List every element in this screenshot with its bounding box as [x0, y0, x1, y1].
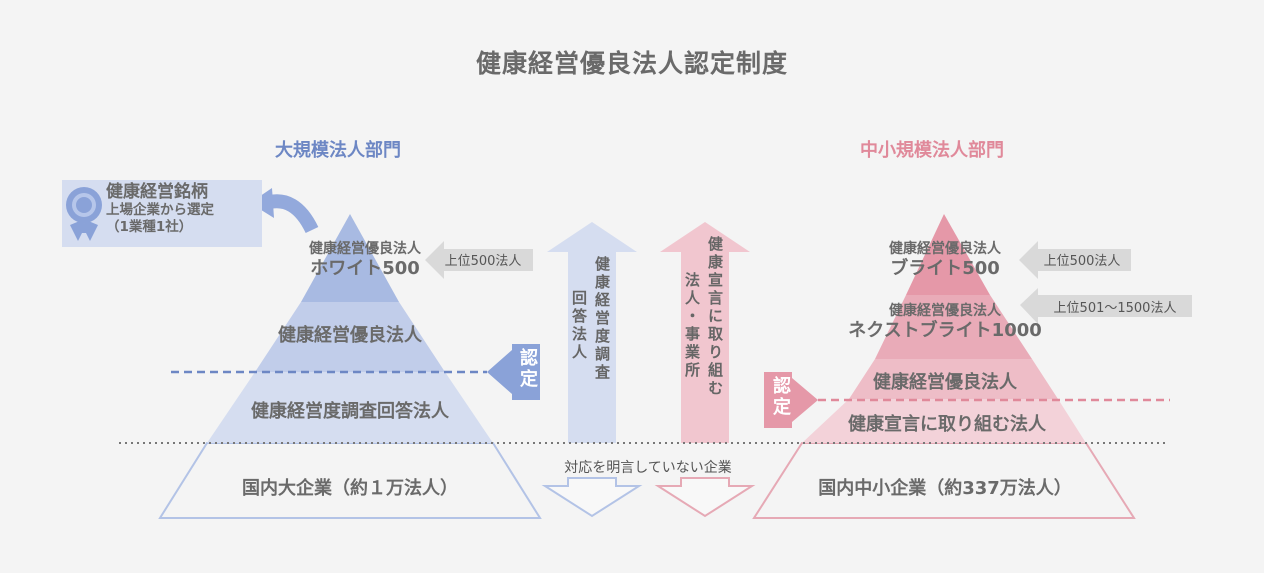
small-tier-declaration [802, 399, 1086, 443]
small-pyramid [752, 214, 1136, 519]
declaration-up-arrow [660, 222, 750, 443]
small-tier-certified [849, 359, 1058, 399]
small-certify-text: 認定 [770, 376, 791, 418]
large-section-title: 大規模法人部門 [275, 140, 401, 161]
large-certified-label: 健康経営優良法人 [278, 325, 422, 346]
small-section-title: 中小規模法人部門 [860, 140, 1004, 161]
large-top500-arrow [425, 241, 533, 279]
bright500-label: 健康経営優良法人 ブライト500 [850, 241, 1040, 280]
large-tier-certified [255, 302, 445, 372]
large-pyramid [158, 214, 542, 519]
page-title: 健康経営優良法人認定制度 [475, 49, 788, 78]
nextbright-line2: ネクストブライト1000 [848, 320, 1042, 342]
small-next-arrow [1020, 288, 1192, 324]
meigara-line2: 上場企業から選定 [106, 202, 214, 219]
large-survey-label: 健康経営度調査回答法人 [251, 401, 449, 422]
large-certify-badge [487, 344, 540, 400]
small-top500-arrow [1019, 241, 1131, 279]
small-declaration-label: 健康宣言に取り組む法人 [848, 414, 1046, 435]
white500-line2: ホワイト500 [310, 258, 420, 280]
small-next-text: 上位501〜1500法人 [1053, 301, 1177, 316]
small-certified-label: 健康経営優良法人 [873, 372, 1017, 393]
award-ribbon-icon [66, 187, 102, 241]
meigara-label: 健康経営銘柄 上場企業から選定 （1業種1社） [106, 182, 214, 235]
large-base-label: 国内大企業（約１万法人） [242, 478, 458, 499]
small-tier-bright500 [906, 214, 990, 295]
white500-label: 健康経営優良法人 ホワイト500 [270, 241, 460, 280]
nextbright-label: 健康経営優良法人 ネクストブライト1000 [830, 303, 1060, 342]
bright500-line2: ブライト500 [890, 258, 1000, 280]
bright500-line1: 健康経営優良法人 [889, 241, 1001, 257]
small-top500-text: 上位500法人 [1043, 254, 1121, 269]
large-top500-text: 上位500法人 [444, 254, 522, 269]
survey-arrow-text-b: 回答法人 [570, 290, 588, 362]
meigara-title: 健康経営銘柄 [106, 182, 208, 202]
undeclared-caption: 対応を明言していない企業 [564, 460, 732, 476]
declaration-arrow-text-b: 法人・事業所 [683, 272, 701, 380]
small-certify-badge [764, 372, 818, 428]
meigara-line3: （1業種1社） [106, 218, 193, 235]
meigara-curved-arrow [268, 194, 319, 234]
undeclared-down-arrow-pink [654, 477, 756, 518]
large-tier-survey [207, 372, 493, 443]
large-tier-white500 [301, 214, 399, 302]
nextbright-line1: 健康経営優良法人 [889, 303, 1001, 319]
survey-up-arrow [547, 222, 637, 443]
undeclared-down-arrow-blue [541, 477, 643, 518]
small-base-label: 国内中小企業（約337万法人） [818, 478, 1072, 499]
small-tier-nextbright [875, 295, 1032, 359]
survey-arrow-text-a: 健康経営度調査 [593, 256, 611, 382]
declaration-arrow-text-a: 健康宣言に取り組む [706, 236, 724, 398]
white500-line1: 健康経営優良法人 [309, 241, 421, 257]
large-certify-text: 認定 [517, 348, 538, 390]
